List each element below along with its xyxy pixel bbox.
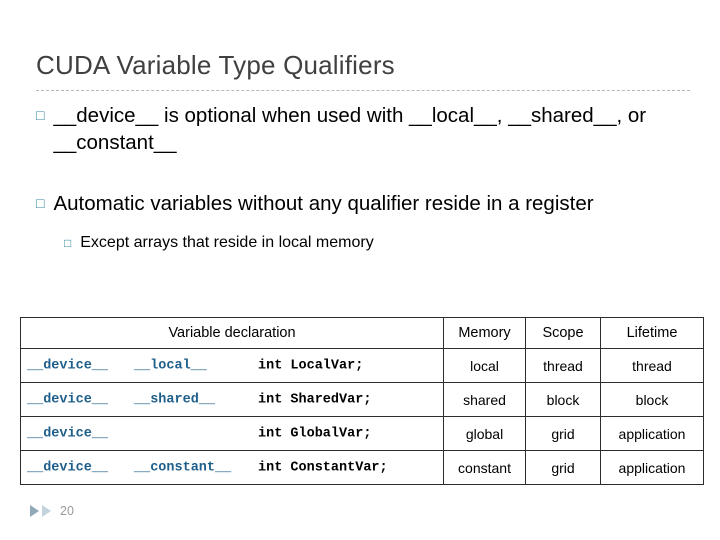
cell-memory: local <box>443 348 526 383</box>
page-number: 20 <box>60 504 74 518</box>
column-header-memory: Memory <box>443 317 526 349</box>
table-header-row: Variable declaration Memory Scope Lifeti… <box>20 317 704 349</box>
bullet-marker-icon: □ <box>64 236 72 251</box>
cell-scope: grid <box>525 416 601 451</box>
cell-memory: constant <box>443 450 526 485</box>
title-divider <box>36 90 690 91</box>
bullet-marker-icon: □ <box>36 195 45 212</box>
table-row: __device__ __shared__ int SharedVar; sha… <box>20 382 704 417</box>
cell-scope: grid <box>525 450 601 485</box>
code-declaration: int SharedVar; <box>258 392 372 407</box>
cell-scope: thread <box>525 348 601 383</box>
cell-declaration: __device__ int GlobalVar; <box>20 416 444 451</box>
table-row: __device__ __constant__ int ConstantVar;… <box>20 450 704 485</box>
column-header-declaration: Variable declaration <box>20 317 444 349</box>
triangle-icon <box>30 505 39 517</box>
bullet-item-1: □ __device__ is optional when used with … <box>36 102 694 156</box>
cell-scope: block <box>525 382 601 417</box>
bullet-text: __device__ is optional when used with __… <box>53 104 647 155</box>
code-qualifier-secondary: __local__ <box>134 358 207 373</box>
cell-declaration: __device__ __local__ int LocalVar; <box>20 348 444 383</box>
page-title: CUDA Variable Type Qualifiers <box>36 50 395 80</box>
cell-declaration: __device__ __shared__ int SharedVar; <box>20 382 444 417</box>
bullet-text: Except arrays that reside in local memor… <box>80 234 374 252</box>
cell-lifetime: application <box>600 450 704 485</box>
cell-lifetime: block <box>600 382 704 417</box>
code-declaration: int GlobalVar; <box>258 426 372 441</box>
code-qualifier-primary: __device__ <box>27 460 109 475</box>
code-qualifier-secondary: __constant__ <box>134 460 232 475</box>
column-header-lifetime: Lifetime <box>600 317 704 349</box>
cell-lifetime: thread <box>600 348 704 383</box>
cell-memory: global <box>443 416 526 451</box>
code-qualifier-primary: __device__ <box>27 392 109 407</box>
triangle-icon-secondary <box>42 505 51 517</box>
qualifiers-table: Variable declaration Memory Scope Lifeti… <box>20 317 704 485</box>
code-qualifier-primary: __device__ <box>27 358 109 373</box>
cell-lifetime: application <box>600 416 704 451</box>
code-declaration: int ConstantVar; <box>258 460 388 475</box>
cell-declaration: __device__ __constant__ int ConstantVar; <box>20 450 444 485</box>
slide-footer: 20 <box>30 504 74 518</box>
bullet-text: Automatic variables without any qualifie… <box>53 192 594 216</box>
code-declaration: int LocalVar; <box>258 358 364 373</box>
table-row: __device__ __local__ int LocalVar; local… <box>20 348 704 383</box>
qualifiers-table-container: Variable declaration Memory Scope Lifeti… <box>20 317 704 485</box>
code-qualifier-primary: __device__ <box>27 426 109 441</box>
code-qualifier-secondary: __shared__ <box>134 392 216 407</box>
table-row: __device__ int GlobalVar; global grid ap… <box>20 416 704 451</box>
cell-memory: shared <box>443 382 526 417</box>
bullet-item-3: □ Except arrays that reside in local mem… <box>64 233 694 254</box>
column-header-scope: Scope <box>525 317 601 349</box>
bullet-list: □ __device__ is optional when used with … <box>36 102 694 258</box>
bullet-item-2: □ Automatic variables without any qualif… <box>36 190 694 217</box>
bullet-marker-icon: □ <box>36 107 45 123</box>
